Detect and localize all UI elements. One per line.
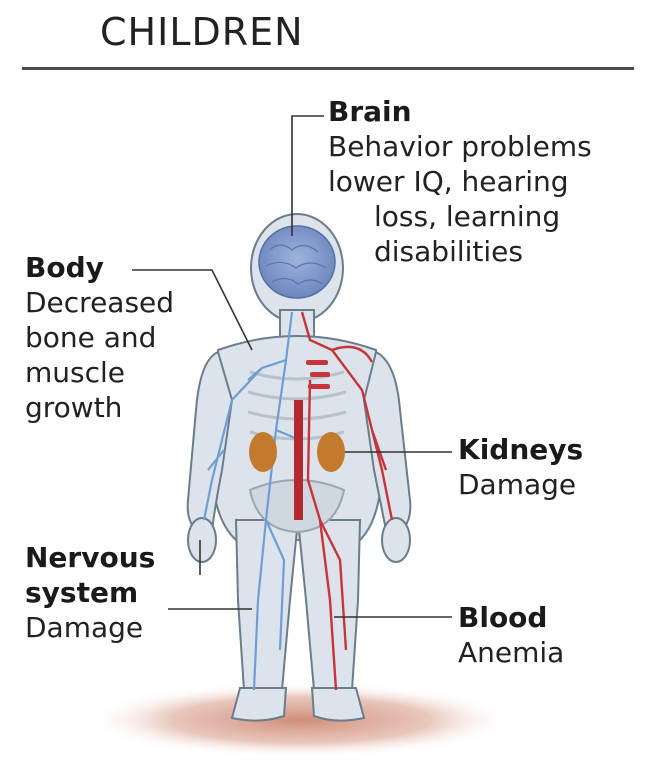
nervous-heading-line1: Nervous [25, 540, 155, 575]
brain-desc-line3: loss, learning [328, 199, 646, 234]
blood-label: Blood Anemia [458, 600, 564, 670]
brain-desc-line1: Behavior problems [328, 129, 646, 164]
right-kidney [317, 432, 345, 472]
aorta [294, 400, 303, 520]
left-kidney [249, 432, 277, 472]
brain-organ [259, 226, 335, 298]
brain-heading: Brain [328, 94, 646, 129]
nervous-heading-line2: system [25, 575, 155, 610]
body-desc-line2: bone and [25, 320, 174, 355]
brain-desc-line2: lower IQ, hearing [328, 164, 646, 199]
body-heading: Body [25, 250, 174, 285]
body-label: Body Decreased bone and muscle growth [25, 250, 174, 425]
kidneys-label: Kidneys Damage [458, 432, 583, 502]
body-desc-line1: Decreased [25, 285, 174, 320]
brain-label: Brain Behavior problems lower IQ, hearin… [328, 94, 646, 269]
body-desc-line3: muscle [25, 355, 174, 390]
ground-shadow [85, 682, 515, 758]
nervous-desc: Damage [25, 610, 155, 645]
blood-heading: Blood [458, 600, 564, 635]
kidneys-desc: Damage [458, 467, 583, 502]
blood-desc: Anemia [458, 635, 564, 670]
body-desc-line4: growth [25, 390, 174, 425]
kidneys-heading: Kidneys [458, 432, 583, 467]
nervous-system-label: Nervous system Damage [25, 540, 155, 645]
brain-desc-line4: disabilities [328, 234, 646, 269]
